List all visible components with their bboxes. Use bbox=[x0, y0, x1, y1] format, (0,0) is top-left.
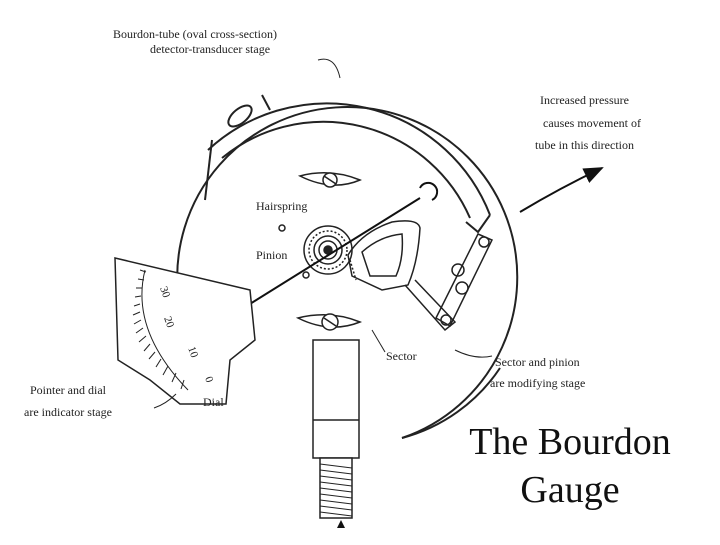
pressure-label-line3: tube in this direction bbox=[535, 138, 634, 152]
leader-lines bbox=[153, 329, 493, 409]
pinion-gear bbox=[278, 224, 353, 279]
pointer-dial-label-line1: Pointer and dial bbox=[30, 383, 107, 397]
hairspring-label: Hairspring bbox=[256, 199, 307, 213]
dial-label: Dial bbox=[203, 395, 224, 409]
bourdon-tube-label-line2: detector-transducer stage bbox=[150, 42, 270, 56]
pinion-label: Pinion bbox=[256, 248, 287, 262]
dial-tick-label: 30 bbox=[157, 285, 172, 300]
dial-tick-label: 0 bbox=[202, 375, 215, 385]
pressure-label-line2: causes movement of bbox=[543, 116, 641, 130]
gauge-case bbox=[176, 106, 519, 439]
lower-mount-slot bbox=[295, 313, 363, 331]
pressure-label-line1: Increased pressure bbox=[540, 93, 629, 107]
dial-scale bbox=[132, 269, 189, 391]
connecting-link bbox=[435, 233, 494, 328]
stem-thread bbox=[319, 463, 353, 517]
upper-mount-slot bbox=[297, 172, 362, 188]
dial-tick-label: 20 bbox=[161, 315, 176, 330]
sector-pinion-label-line1: Sector and pinion bbox=[495, 355, 580, 369]
sector-label: Sector bbox=[386, 349, 417, 363]
title-line2: Gauge bbox=[520, 469, 620, 511]
pressure-direction-arrow bbox=[519, 167, 604, 213]
gauge-stem bbox=[312, 339, 360, 519]
bourdon-label-leader bbox=[317, 58, 341, 79]
bourdon-tube bbox=[204, 94, 491, 234]
bourdon-tube-label-line1: Bourdon-tube (oval cross-section) bbox=[113, 27, 277, 41]
dial-tick-label: 10 bbox=[185, 345, 200, 360]
sector-pinion-label-line2: are modifying stage bbox=[490, 376, 585, 390]
page-title: The Bourdon Gauge bbox=[428, 418, 712, 514]
title-line1: The Bourdon bbox=[469, 421, 671, 463]
dial-plate bbox=[114, 257, 256, 405]
inlet-arrow-icon bbox=[337, 520, 345, 528]
pointer-dial-label-line2: are indicator stage bbox=[24, 405, 112, 419]
